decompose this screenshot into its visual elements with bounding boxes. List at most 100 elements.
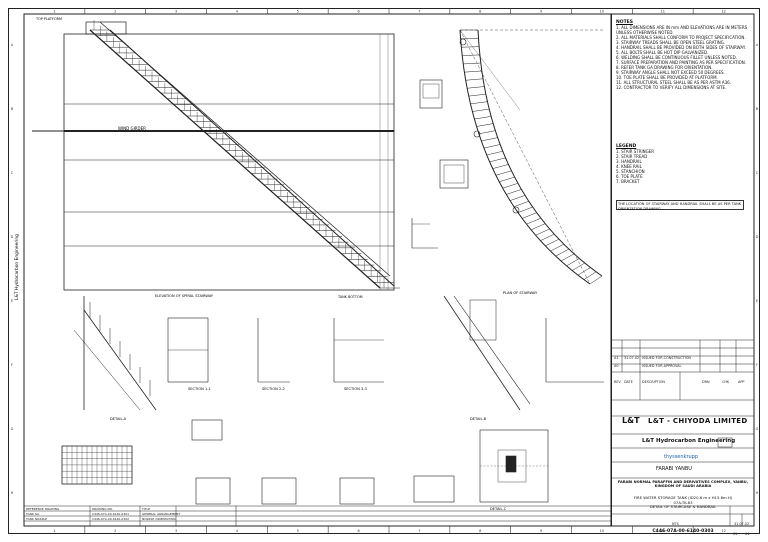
client-name: FARABI YANBU	[656, 466, 692, 472]
title-line-1: FIRE WATER STORAGE TANK (ID20.6 m x H15.…	[633, 495, 733, 500]
plan-tread	[499, 176, 515, 182]
grid-col-label: 7	[418, 10, 420, 14]
section-3-label: SECTION 3-3	[344, 387, 367, 391]
revision-cell: A1	[614, 356, 619, 360]
top-platform-label: TOP PLATFORM	[35, 17, 62, 21]
plan-tread	[566, 258, 580, 267]
reference-header: DRAWING NO.	[92, 506, 113, 511]
grid-col-label: 11	[661, 529, 665, 533]
notes-heading: NOTES	[616, 20, 633, 25]
section-details-upper	[411, 79, 469, 249]
reference-cell: C446-07A-00-6140-0301	[92, 511, 130, 516]
reference-header: TITLE	[142, 506, 151, 511]
section-1-label: SECTION 1-1	[188, 387, 211, 391]
grid-col-label: 4	[236, 529, 239, 533]
grid-col-label: 7	[418, 529, 420, 533]
plan-tread	[530, 223, 546, 231]
reference-cell: C446-07A-00-6140-0302	[92, 516, 130, 521]
revision-number: A1	[745, 532, 750, 536]
grid-col-label: 4	[236, 10, 239, 14]
grid-row-label: D	[756, 235, 759, 239]
plan-title: PLAN OF STAIRWAY	[503, 291, 538, 295]
section-2-label: SECTION 2-2	[262, 387, 285, 391]
grid-row-label: F	[11, 363, 13, 367]
grid-col-label: 8	[479, 529, 481, 533]
grid-col-label: 10	[600, 529, 604, 533]
plan-tread	[517, 206, 533, 213]
plan-tread	[463, 62, 481, 65]
revision-header: REV	[614, 380, 621, 384]
side-company-text: L&T Hydrocarbon Engineering	[14, 234, 20, 300]
reference-cell: NOZZLE ORIENTATION	[142, 516, 176, 521]
legend-heading: LEGEND	[616, 144, 637, 149]
plan-tread	[470, 101, 488, 105]
plan-tread	[560, 253, 575, 262]
grid-row-label: G	[11, 427, 14, 431]
grid-row-label: A	[756, 43, 759, 47]
legend-line: 4. KNEE RAIL	[616, 164, 642, 169]
grid-col-label: 10	[600, 10, 604, 14]
note-line: 11. ALL STRUCTURAL STEEL SHALL BE AS PER…	[616, 80, 731, 85]
revision-header: APP	[738, 380, 745, 384]
reference-cell: GENERAL ARRANGEMENT	[142, 511, 181, 516]
grid-row-label: E	[756, 299, 758, 303]
legend-line: 1. STAIR STRINGER	[616, 149, 655, 154]
grid-col-label: 11	[661, 10, 665, 14]
plan-tread	[478, 130, 496, 135]
plan-tread	[467, 86, 485, 89]
grid-col-label: 9	[540, 10, 542, 14]
detail-b-label: DETAIL-B	[470, 417, 487, 421]
title-line-2: 07A-TK-83	[673, 499, 693, 505]
revision-header: DRN	[702, 380, 710, 384]
plan-tread	[572, 262, 585, 271]
legend-line: 7. BRACKET	[616, 179, 640, 184]
grid-row-label: G	[756, 427, 759, 431]
plan-tread	[481, 137, 498, 142]
grid-col-label: 5	[297, 529, 299, 533]
grid-col-label: 9	[540, 529, 542, 533]
grid-col-label: 2	[114, 529, 116, 533]
lt-logo-mark: L&T	[622, 416, 640, 425]
note-line: 12. CONTRACTOR TO VERIFY ALL DIMENSIONS …	[616, 85, 727, 90]
grid-row-label: D	[11, 235, 14, 239]
note-line: 1. ALL DIMENSIONS ARE IN mm AND ELEVATIO…	[616, 25, 748, 35]
date-value: 31.07.02	[734, 522, 750, 526]
sheet-number: 01	[733, 532, 738, 536]
plan-tread	[492, 164, 509, 169]
plan-tread	[483, 144, 501, 149]
outer-frame	[8, 8, 760, 534]
drawing-number: C446-07A-00-6140-0303	[652, 529, 714, 534]
plan-tread	[468, 93, 486, 97]
grid-col-label: 1	[53, 529, 55, 533]
notes-section: NOTES 1. ALL DIMENSIONS ARE IN mm AND EL…	[616, 20, 752, 90]
grid-col-label: 1	[53, 10, 55, 14]
revision-cell: ISSUED FOR APPROVAL	[642, 364, 682, 368]
plan-tread	[472, 108, 490, 112]
reference-cell: TANK GA	[26, 511, 40, 516]
grid-col-label: 5	[297, 10, 299, 14]
grid-col-label: 12	[721, 529, 725, 533]
legend-line: 6. TOE PLATE	[616, 174, 643, 179]
licensor-name: thyssenkrupp	[664, 454, 699, 460]
plan-tread	[489, 157, 506, 163]
legend-line: 2. STAIR TREAD	[616, 154, 648, 159]
note-line: 3. STAIRWAY TREADS SHALL BE OPEN STEEL G…	[616, 40, 726, 45]
note-line: 10. TOE PLATE SHALL BE PROVIDED AT PLATF…	[616, 75, 718, 80]
plan-tread	[545, 239, 560, 247]
plan-tread	[577, 267, 591, 276]
reference-header: REFERENCE DRAWING	[26, 506, 60, 511]
plan-tread	[502, 183, 519, 189]
plan-tread	[540, 233, 555, 241]
plan-tread	[476, 123, 494, 127]
grid-row-label: H	[756, 491, 759, 495]
plan-tread	[474, 116, 492, 120]
note-line: 8. REFER TANK GA DRAWING FOR ORIENTATION…	[616, 65, 713, 70]
detail-a-label: DETAIL-A	[110, 417, 127, 421]
plan-tread	[526, 217, 541, 225]
lower-details	[61, 295, 604, 505]
grid-row-label: C	[11, 171, 14, 175]
revision-header: DATE	[624, 380, 633, 384]
title-block: NOTES 1. ALL DIMENSIONS ARE IN mm AND EL…	[611, 14, 754, 536]
